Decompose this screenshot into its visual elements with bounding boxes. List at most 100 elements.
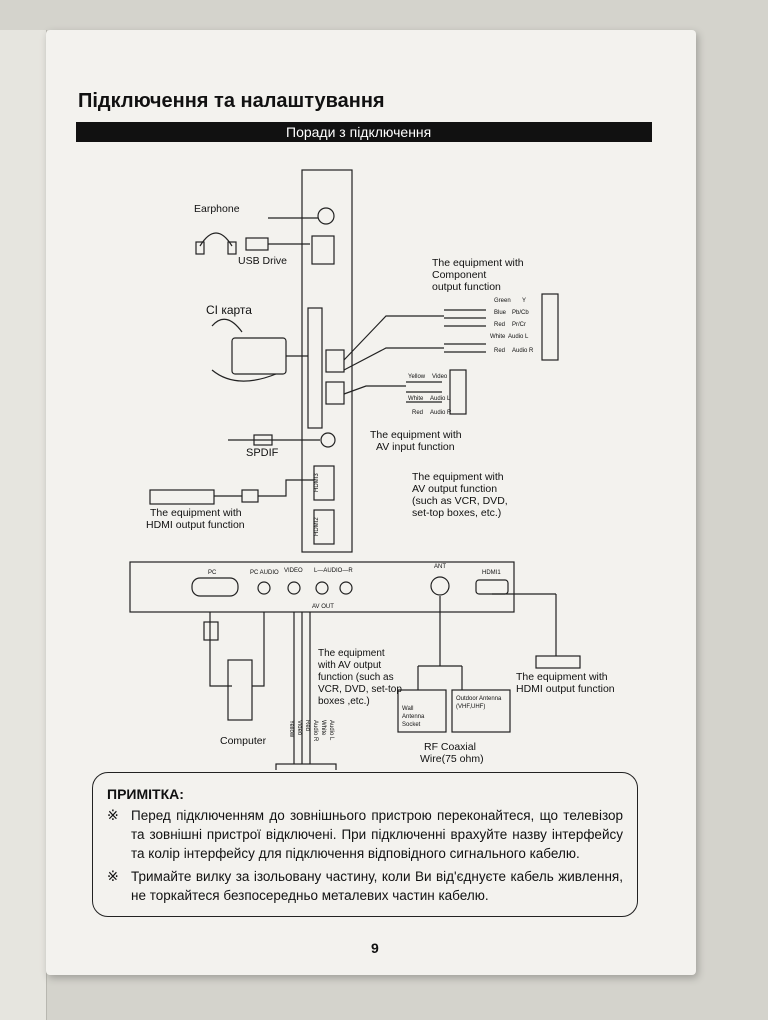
audio-r-port [339, 581, 353, 595]
hdmi-right-line-2: HDMI output function [516, 683, 615, 695]
headphone-cup-right [227, 241, 237, 255]
page-title: Підключення та налаштування [78, 90, 385, 112]
panel-label-audio: L—AUDIO—R [314, 568, 353, 574]
av-out-bottom-line-3: function (such as [318, 672, 394, 683]
av-in-audio-r: Audio R [430, 410, 452, 416]
component-audio-cable [343, 347, 444, 371]
hdmi-left-device [149, 489, 215, 505]
connection-diagram: Earphone USB Drive CI карта SPDIF The eq… [129, 169, 615, 770]
hdmi1-port [475, 579, 509, 595]
av-in-red: Red [412, 410, 423, 416]
wall-antenna-line-2: Antenna [402, 714, 425, 720]
label-earphone: Earphone [194, 203, 240, 215]
note-box: ПРИМІТКА: ※ Перед підключенням до зовніш… [92, 772, 638, 917]
panel-label-pc-audio: PC AUDIO [250, 570, 279, 576]
av-input-port [325, 381, 345, 405]
av-input-eq-line-2: AV input function [376, 441, 455, 453]
pc-vga-cable [209, 612, 232, 687]
component-eq-line-1: The equipment with [432, 257, 524, 269]
note-item: ※ Тримайте вилку за ізольовану частину, … [107, 867, 623, 905]
component-eq-line-3: output function [432, 281, 501, 293]
page-number: 9 [371, 940, 379, 956]
vga-plug [203, 621, 219, 641]
av-out-device [275, 763, 337, 770]
ant-port [430, 576, 450, 596]
av-in-audio-l: Audio L [430, 396, 451, 402]
side-label-hdmi2: HDMI2 [314, 517, 320, 536]
port-pr-cr: Pr/Cr [512, 322, 526, 328]
wall-antenna-socket [397, 689, 447, 733]
computer-tower-icon [227, 659, 253, 721]
port-pb-cb: Pb/Cb [512, 310, 529, 316]
av-output-right-line-3: (such as VCR, DVD, [412, 495, 508, 507]
hdmi-left-plug [241, 489, 259, 503]
av-output-right-line-2: AV output function [412, 483, 497, 495]
section-banner-text: Поради з підключення [286, 124, 432, 140]
wall-antenna-line-3: Socket [402, 722, 421, 728]
av-input-device [449, 369, 467, 415]
panel-label-av-out: AV OUT [312, 604, 334, 610]
wall-antenna-line-1: Wall [402, 706, 413, 712]
bottom-av-yellow: Yellow [288, 720, 294, 738]
rf-coaxial-line-1: RF Coaxial [424, 741, 476, 753]
tv-bottom-panel [129, 561, 515, 613]
component-cable [343, 315, 444, 361]
bottom-av-video: Video [296, 720, 302, 736]
earphone-jack [317, 207, 335, 225]
panel-label-pc: PC [208, 570, 217, 576]
port-red: Red [494, 322, 505, 328]
hdmi2-port [313, 509, 335, 545]
av-in-white: White [408, 396, 424, 402]
av-out-bottom-line-1: The equipment [318, 648, 385, 659]
outdoor-antenna [451, 689, 511, 733]
av-out-bottom-line-5: boxes ,etc.) [318, 696, 370, 707]
reference-mark-icon: ※ [107, 868, 119, 884]
av-out-bottom-line-4: VCR, DVD, set-top [318, 684, 402, 695]
video-port [287, 581, 301, 595]
panel-label-video: VIDEO [284, 568, 303, 574]
bottom-av-red: Red [304, 720, 310, 731]
manual-page: Підключення та налаштування Поради з під… [46, 30, 696, 975]
port-audio-l: Audio L [508, 334, 529, 340]
hdmi3-port [313, 465, 335, 501]
panel-label-ant: ANT [434, 564, 446, 570]
port-blue: Blue [494, 310, 507, 316]
audio-l-port [315, 581, 329, 595]
rf-split [417, 665, 463, 690]
section-banner: Поради з підключення [76, 122, 652, 142]
note-item: ※ Перед підключенням до зовнішнього прис… [107, 806, 623, 863]
side-label-hdmi3: HDMI3 [314, 473, 320, 492]
headphones-icon [199, 232, 233, 247]
outdoor-antenna-line-2: (VHF,UHF) [456, 704, 485, 710]
component-device [541, 293, 559, 361]
usb-port [311, 235, 335, 265]
label-usb-drive: USB Drive [238, 255, 287, 267]
component-eq-line-2: Component [432, 269, 486, 281]
rf-coaxial-line-2: Wire(75 ohm) [420, 753, 484, 765]
component-port [325, 349, 345, 373]
spdif-port [320, 432, 336, 448]
pc-audio-cable [252, 612, 265, 687]
spdif-plug [253, 434, 273, 446]
bottom-av-audio-r: Audio R [312, 720, 318, 742]
pc-port [191, 577, 239, 597]
av-input-eq-line-1: The equipment with [370, 429, 462, 441]
av-out-bottom-line-2: with AV output [317, 660, 381, 671]
ci-arrow-bottom [211, 369, 277, 382]
panel-label-hdmi1: HDMI1 [482, 570, 501, 576]
headphone-cup-left [195, 241, 205, 255]
ci-slot [307, 307, 323, 429]
bottom-av-white: White [320, 720, 326, 736]
hdmi-left-cable-b [258, 479, 314, 497]
port-red-2: Red [494, 348, 505, 354]
outdoor-antenna-line-1: Outdoor Antenna [456, 696, 502, 702]
reference-mark-icon: ※ [107, 807, 119, 823]
pc-audio-port [257, 581, 271, 595]
label-computer: Computer [220, 735, 267, 747]
av-in-video: Video [432, 374, 448, 380]
ci-arrow-top [211, 318, 243, 333]
port-green: Green [494, 298, 511, 304]
note-title: ПРИМІТКА: [107, 786, 184, 802]
av-output-right-line-1: The equipment with [412, 471, 504, 483]
label-ci-card: CI карта [206, 303, 252, 317]
